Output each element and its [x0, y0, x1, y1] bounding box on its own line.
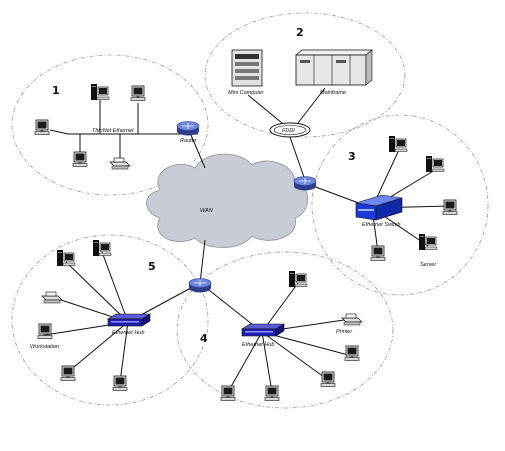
ethernet-hub-zone4 — [241, 323, 285, 337]
zone1-workstation-left — [34, 119, 50, 135]
zone5-tower-left — [56, 249, 76, 267]
mini-computer-label: Mini Computer — [228, 90, 265, 96]
mainframe-label: Mainframe — [320, 90, 346, 96]
wan-cloud — [146, 153, 309, 248]
thinnet-ethernet-label: ThinNet Ethernet — [92, 128, 134, 134]
zone1-tower-computer — [90, 83, 110, 101]
zone5-workstation — [37, 323, 53, 339]
ethernet-switch — [355, 194, 403, 221]
router-zone1 — [176, 121, 200, 136]
router-zone3 — [293, 176, 317, 191]
zone-3-boundary — [311, 114, 489, 296]
zone-1-boundary — [11, 54, 209, 196]
zone-4-boundary — [176, 251, 394, 409]
zone4-pc-bottom-right — [320, 371, 336, 387]
printer-label: Printer — [336, 329, 353, 335]
ethernet-hub-4-label: Ethernet Hub — [242, 342, 274, 348]
zone4-printer — [341, 313, 363, 326]
ethernet-hub-5-label: Ethernet Hub — [112, 330, 144, 336]
zone1-workstation-top — [130, 85, 146, 101]
mainframe — [295, 49, 373, 86]
zone-number-1: 1 — [52, 84, 60, 97]
workstation-label: Workstation — [30, 344, 59, 350]
zone-5-boundary — [11, 234, 209, 406]
router-label: Router — [180, 138, 198, 144]
ethernet-hub-zone5 — [107, 313, 151, 327]
zone4-pc-bottom-left — [220, 385, 236, 401]
wan-label: WAN — [200, 208, 213, 214]
zone-number-5: 5 — [148, 260, 156, 273]
zone3-workstation-bottom — [370, 245, 386, 261]
zone-boundaries — [11, 12, 489, 409]
zone3-tower-top — [388, 135, 408, 153]
zone-number-4: 4 — [200, 332, 208, 345]
fddi-ring — [269, 122, 311, 138]
zone5-pc-bottom — [112, 375, 128, 391]
mini-computer — [231, 49, 263, 87]
router-zone4-5 — [188, 278, 212, 293]
zone4-pc-bottom — [264, 385, 280, 401]
zone5-pc-bottom-left — [60, 365, 76, 381]
cloud-shape — [146, 153, 309, 248]
zone-number-2: 2 — [296, 26, 304, 39]
zone3-server — [418, 233, 438, 251]
zone3-workstation — [442, 199, 458, 215]
server-label: Server — [420, 262, 437, 268]
zone5-tower-right — [92, 239, 112, 257]
zone1-printer — [109, 157, 131, 170]
zone1-workstation-bottom — [72, 151, 88, 167]
ethernet-switch-label: Ethernet Switch — [362, 222, 401, 228]
zone-number-3: 3 — [348, 150, 356, 163]
fddi-label: FDDI — [282, 128, 295, 134]
zone-2-boundary — [204, 12, 406, 138]
zone4-tower — [288, 270, 308, 288]
zone3-tower-right — [425, 155, 445, 173]
zone4-pc-right — [344, 345, 360, 361]
zone5-printer — [41, 291, 63, 304]
